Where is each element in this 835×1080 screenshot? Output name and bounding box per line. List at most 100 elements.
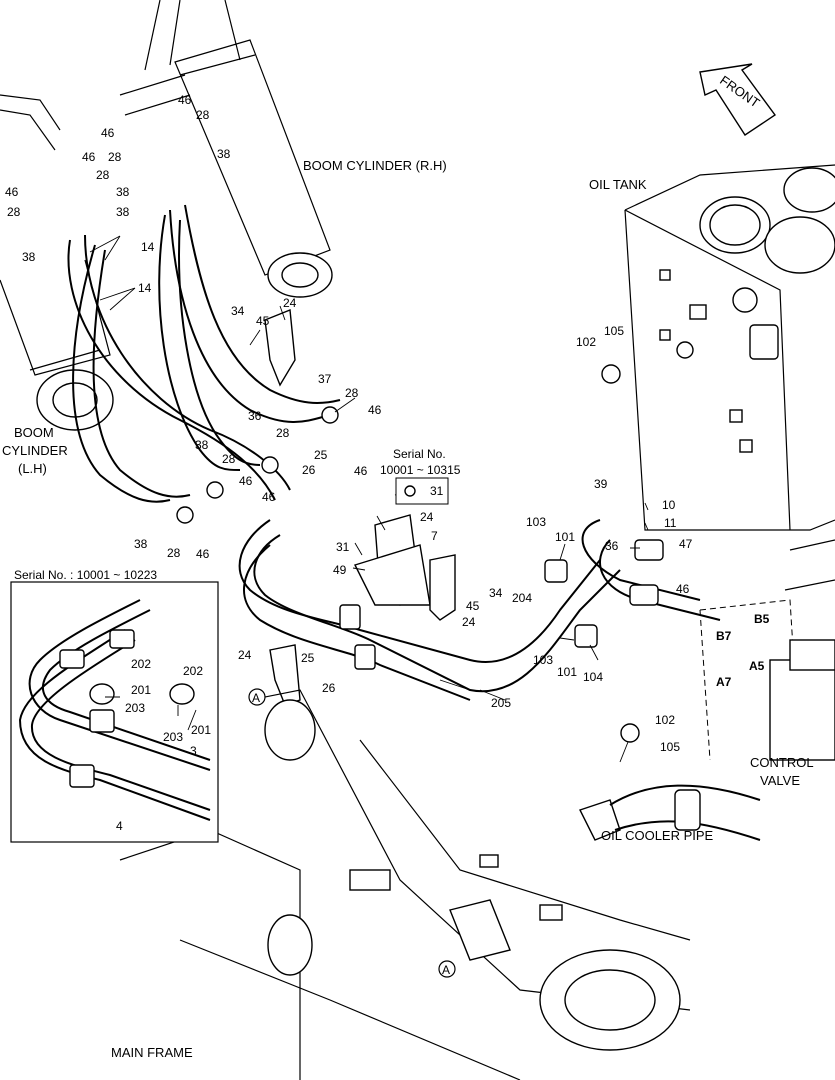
callout: 201 <box>131 683 151 697</box>
callout: 46 <box>196 547 210 561</box>
callout: 31 <box>336 540 350 554</box>
captions: BOOM CYLINDER (R.H) BOOM CYLINDER (L.H) … <box>2 158 814 1060</box>
callout: 10 <box>662 498 676 512</box>
callout: 49 <box>333 563 347 577</box>
caption-serial-top-2: 10001 ~ 10315 <box>380 463 461 477</box>
callout: 45 <box>466 599 480 613</box>
boom-cylinder-lh <box>0 94 114 431</box>
callout: 203 <box>125 701 145 715</box>
callout: 202 <box>131 657 151 671</box>
callout: 202 <box>183 664 203 678</box>
callout: 46 <box>262 490 276 504</box>
callout: 34 <box>231 304 245 318</box>
port-label: A5 <box>749 659 765 673</box>
callout: 101 <box>555 530 575 544</box>
callout: 38 <box>22 250 36 264</box>
callout: 39 <box>594 477 608 491</box>
callout: 102 <box>576 335 596 349</box>
callout: 34 <box>489 586 503 600</box>
callout: 28 <box>7 205 21 219</box>
callout: 38 <box>116 185 130 199</box>
caption-oil-tank: OIL TANK <box>589 177 647 192</box>
callout: 11 <box>664 516 677 530</box>
callout: 24 <box>238 648 252 662</box>
callout: 26 <box>302 463 316 477</box>
callout: 103 <box>526 515 546 529</box>
oil-tank <box>624 164 835 531</box>
callout: 46 <box>5 185 19 199</box>
boom-hoses <box>67 204 341 503</box>
control-valve <box>699 539 835 761</box>
front-arrow: FRONT <box>699 63 776 136</box>
callout: 24 <box>420 510 434 524</box>
caption-control-valve-1: CONTROL <box>750 755 814 770</box>
callout: 24 <box>462 615 476 629</box>
caption-main-frame: MAIN FRAME <box>111 1045 193 1060</box>
fittings <box>176 309 664 743</box>
callout: 36 <box>248 409 262 423</box>
callout: 201 <box>191 723 211 737</box>
callout: 46 <box>82 150 96 164</box>
oil-cooler-pipe <box>579 784 761 841</box>
callout: 28 <box>196 108 210 122</box>
port-label: B7 <box>716 629 732 643</box>
callout: 38 <box>217 147 231 161</box>
callout: 3 <box>190 744 197 758</box>
callout: 25 <box>314 448 328 462</box>
callout: 45 <box>256 314 270 328</box>
callout: 24 <box>283 296 297 310</box>
callout: 46 <box>676 582 690 596</box>
callout: 105 <box>604 324 624 338</box>
callout: 102 <box>655 713 675 727</box>
marker-a-label: A <box>252 691 260 705</box>
caption-boom-cylinder-lh-1: BOOM <box>14 425 54 440</box>
caption-boom-cylinder-lh-3: (L.H) <box>18 461 47 476</box>
callout: 31 <box>430 484 444 498</box>
serial-box <box>395 477 449 505</box>
callout: 203 <box>163 730 183 744</box>
callout: 46 <box>368 403 382 417</box>
callout: 14 <box>138 281 152 295</box>
callout: 46 <box>354 464 368 478</box>
callout: 38 <box>134 537 148 551</box>
callout: 101 <box>557 665 577 679</box>
caption-serial-inset: Serial No. : 10001 ~ 10223 <box>14 568 157 582</box>
callout: 46 <box>239 474 253 488</box>
port-label: B5 <box>754 612 770 626</box>
port-label: A7 <box>716 675 732 689</box>
reference-marker-a: A A <box>248 688 456 978</box>
pipe-assembly <box>238 519 721 701</box>
callout: 28 <box>276 426 290 440</box>
boom-cylinder-rh <box>119 0 333 298</box>
callout: 36 <box>605 539 619 553</box>
caption-boom-cylinder-lh-2: CYLINDER <box>2 443 68 458</box>
caption-serial-top-1: Serial No. <box>393 447 446 461</box>
callout: 46 <box>101 126 115 140</box>
callout: 4 <box>116 819 123 833</box>
callout: 28 <box>108 150 122 164</box>
callout: 47 <box>679 537 693 551</box>
leader-lines <box>89 235 649 763</box>
callout: 38 <box>116 205 130 219</box>
callout: 28 <box>167 546 181 560</box>
caption-control-valve-2: VALVE <box>760 773 800 788</box>
caption-boom-cylinder-rh: BOOM CYLINDER (R.H) <box>303 158 447 173</box>
callout: 46 <box>178 93 192 107</box>
callout: 28 <box>345 386 359 400</box>
callout: 104 <box>583 670 603 684</box>
marker-a-label: A <box>442 963 450 977</box>
callout: 103 <box>533 653 553 667</box>
callout: 26 <box>322 681 336 695</box>
main-frame <box>119 689 691 1080</box>
callout: 7 <box>431 529 438 543</box>
inset-box <box>10 581 219 843</box>
callout: 14 <box>141 240 155 254</box>
callout: 38 <box>195 438 209 452</box>
callout: 105 <box>660 740 680 754</box>
callout: 205 <box>491 696 511 710</box>
caption-oil-cooler-pipe: OIL COOLER PIPE <box>601 828 714 843</box>
callout: 25 <box>301 651 315 665</box>
callout: 204 <box>512 591 532 605</box>
callout: 37 <box>318 372 332 386</box>
